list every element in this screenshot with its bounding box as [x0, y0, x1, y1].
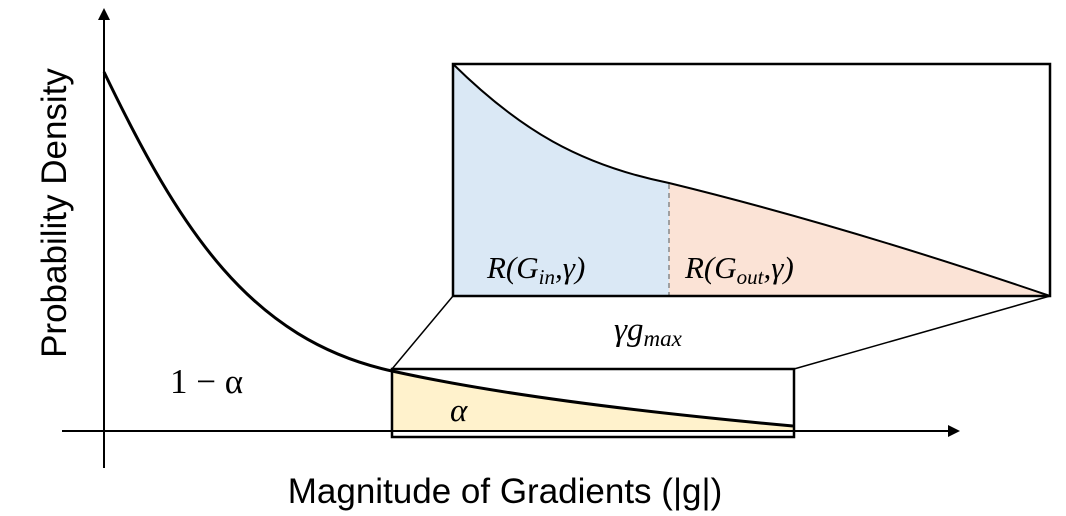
x-axis-label: Magnitude of Gradients (|g|) [288, 472, 723, 511]
gamma-gmax-label: γgmax [614, 312, 683, 351]
zoom-connector-right [793, 295, 1051, 370]
r-in-label: R(Gin,γ) [486, 250, 585, 289]
zoom-inset-box [451, 62, 1052, 298]
r-out-region [669, 183, 1050, 296]
zoomed-curve [452, 63, 1051, 297]
y-axis-label: Probability Density [35, 68, 74, 358]
alpha-label: α [450, 393, 468, 429]
r-out-label: R(Gout,γ) [684, 250, 794, 289]
zoom-source-box [390, 367, 796, 439]
one-minus-alpha-label: 1 − α [170, 362, 243, 401]
zoom-connector-left [391, 295, 454, 370]
alpha-region [392, 371, 793, 431]
r-in-region [453, 64, 669, 296]
